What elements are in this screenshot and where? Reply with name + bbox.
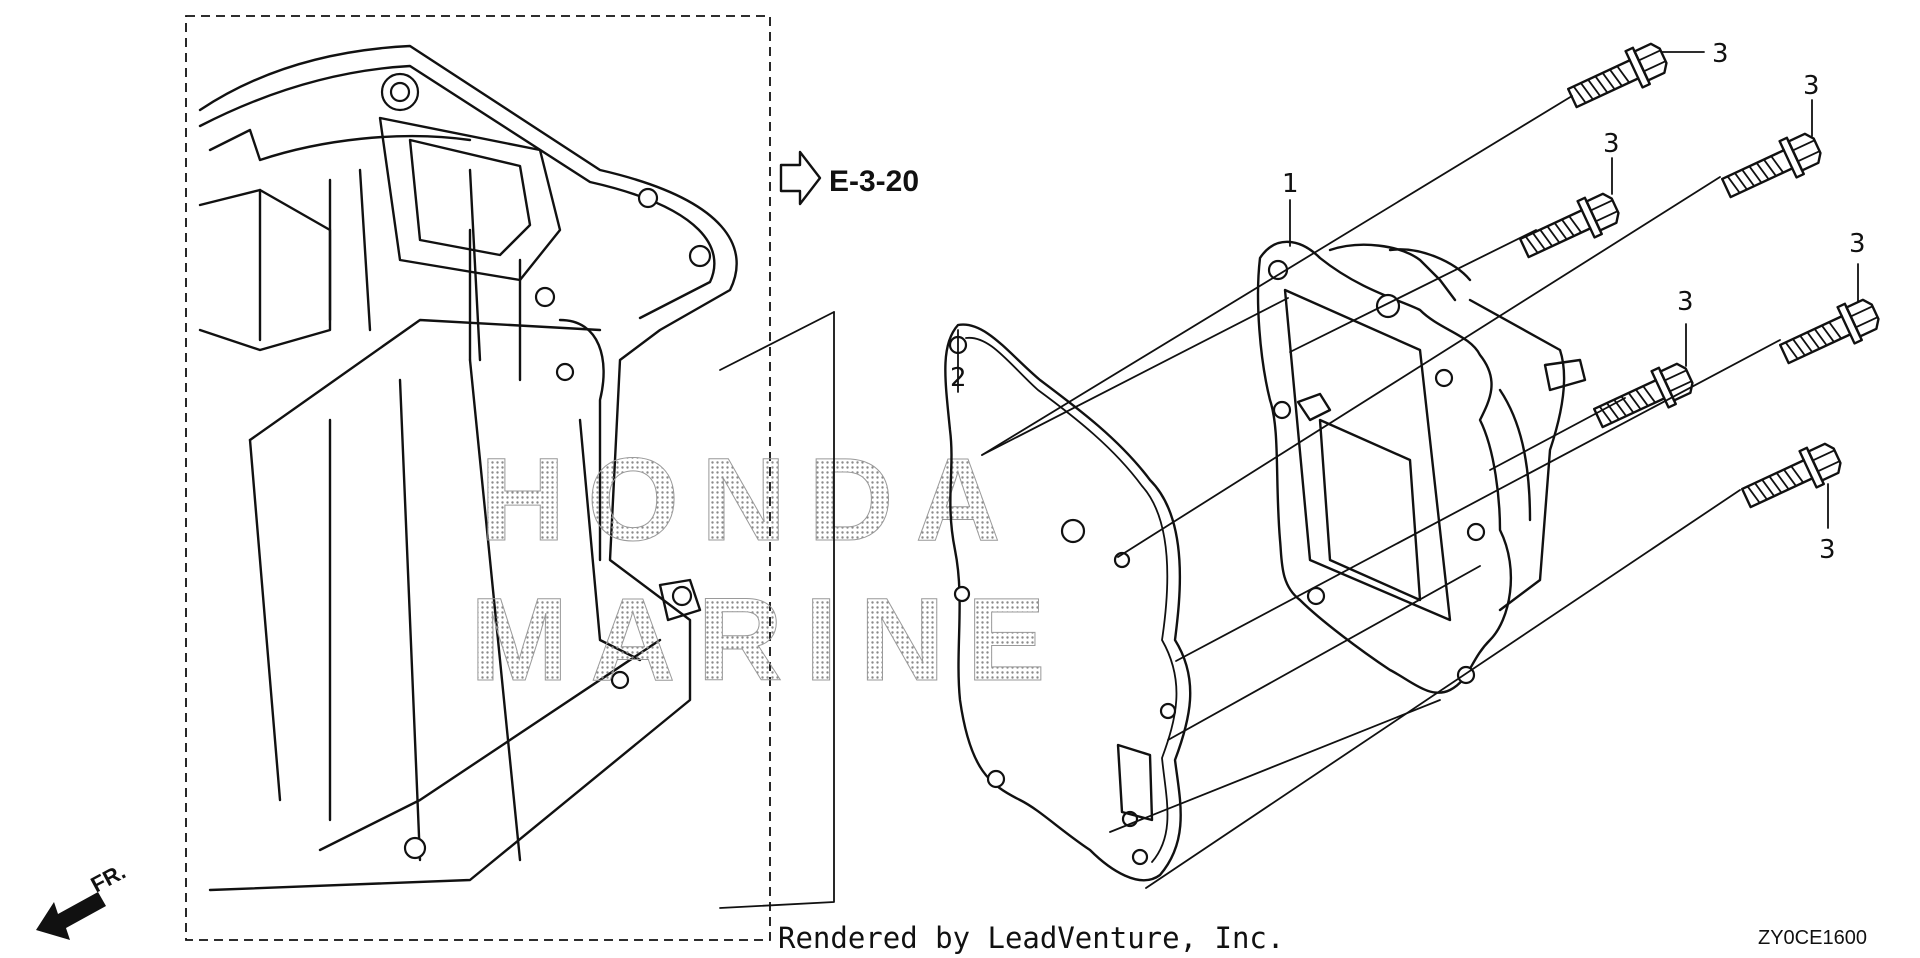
cover bbox=[1256, 240, 1587, 694]
bolt-3 bbox=[1716, 126, 1827, 208]
callout-gasket: 2 bbox=[950, 363, 967, 393]
diagram-code: ZY0CE1600 bbox=[1758, 927, 1867, 949]
callout-bolt-d: 3 bbox=[1849, 229, 1866, 259]
bolt-6 bbox=[1736, 436, 1847, 518]
callout-bolt-c: 3 bbox=[1603, 129, 1620, 159]
bolt-5 bbox=[1774, 292, 1885, 374]
reference-arrow-icon bbox=[779, 150, 822, 206]
callout-leaders bbox=[957, 51, 1859, 529]
front-direction-indicator: FR. bbox=[36, 859, 130, 940]
bolt-2 bbox=[1514, 186, 1625, 268]
render-credit: Rendered by LeadVenture, Inc. bbox=[778, 921, 1284, 955]
assembly-bracket-lines bbox=[719, 311, 835, 909]
bolt-1 bbox=[1562, 36, 1673, 118]
bolt-4 bbox=[1588, 356, 1699, 438]
callout-cover: 1 bbox=[1282, 169, 1299, 199]
reference-frame bbox=[185, 15, 771, 941]
guide-lines bbox=[981, 95, 1781, 889]
callout-bolt-f: 3 bbox=[1819, 535, 1836, 565]
engine-case bbox=[198, 44, 738, 892]
callout-bolt-e: 3 bbox=[1677, 287, 1694, 317]
front-arrow-icon bbox=[36, 892, 106, 940]
watermark: HONDA MARINE bbox=[470, 434, 1067, 707]
reference-callout: E-3-20 bbox=[779, 150, 919, 206]
callout-bolt-a: 3 bbox=[1712, 39, 1729, 69]
watermark-line-2: MARINE bbox=[470, 574, 1067, 706]
callout-bolt-b: 3 bbox=[1803, 71, 1820, 101]
reference-label: E-3-20 bbox=[829, 165, 919, 198]
front-label: FR. bbox=[87, 859, 130, 898]
watermark-line-1: HONDA bbox=[480, 434, 1023, 566]
